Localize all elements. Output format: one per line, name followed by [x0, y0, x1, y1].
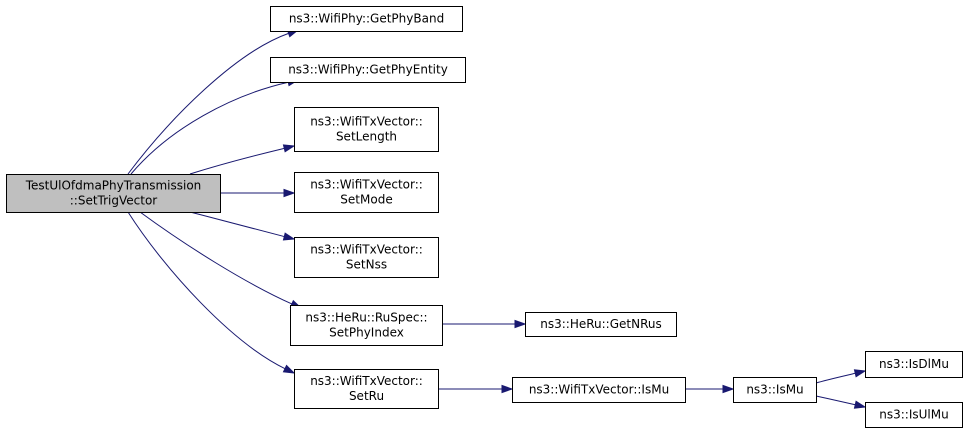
node-label: ns3::WifiTxVector::IsMu — [529, 383, 669, 397]
arrowhead-icon — [283, 188, 296, 198]
edge-setru-to-txismu — [438, 384, 514, 394]
arrowhead-icon — [282, 364, 296, 374]
node-ismu[interactable]: ns3::IsMu — [733, 377, 817, 403]
edge-root-to-getphyentity — [130, 78, 300, 175]
node-setphyindex[interactable]: ns3::HeRu::RuSpec::SetPhyIndex — [290, 305, 443, 346]
node-setru[interactable]: ns3::WifiTxVector::SetRu — [294, 369, 439, 409]
node-label: ns3::IsMu — [746, 383, 803, 397]
node-box — [270, 6, 463, 32]
edge-root-to-setnss — [189, 211, 296, 241]
arrowhead-icon — [853, 400, 867, 409]
node-label: ns3::HeRu::RuSpec:: — [305, 311, 427, 325]
node-getnrus[interactable]: ns3::HeRu::GetNRus — [525, 312, 677, 337]
arrowhead-icon — [501, 384, 514, 394]
node-label: SetRu — [349, 389, 384, 403]
node-box — [294, 237, 439, 278]
edge-setphyindex-to-getnrus — [442, 319, 527, 329]
node-label: ns3::WifiTxVector:: — [310, 243, 423, 257]
edge-ismu-to-isulmu — [815, 395, 867, 409]
node-label: SetLength — [336, 130, 397, 144]
node-label: SetPhyIndex — [329, 326, 404, 340]
node-box — [733, 377, 817, 403]
node-label: TestUlOfdmaPhyTransmission — [25, 179, 202, 193]
edge-line — [815, 395, 856, 406]
node-box — [865, 402, 963, 428]
node-label: ns3::WifiTxVector:: — [310, 374, 423, 388]
node-label: ns3::IsUlMu — [879, 408, 948, 422]
node-label: SetMode — [340, 193, 392, 207]
node-label: ns3::HeRu::GetNRus — [540, 317, 662, 331]
node-isdlmu[interactable]: ns3::IsDlMu — [865, 351, 963, 378]
node-root[interactable]: TestUlOfdmaPhyTransmission::SetTrigVecto… — [6, 174, 221, 213]
edge-ismu-to-isdlmu — [815, 369, 867, 384]
node-getphyband[interactable]: ns3::WifiPhy::GetPhyBand — [270, 6, 463, 32]
node-label: ns3::IsDlMu — [879, 357, 949, 371]
node-txismu[interactable]: ns3::WifiTxVector::IsMu — [512, 377, 686, 403]
arrowhead-icon — [282, 232, 296, 241]
node-isulmu[interactable]: ns3::IsUlMu — [865, 402, 963, 428]
node-box — [865, 351, 963, 378]
edge-root-to-setlength — [189, 144, 296, 175]
node-box — [512, 377, 686, 403]
node-label: ns3::WifiPhy::GetPhyEntity — [288, 63, 448, 77]
edge-root-to-getphyband — [127, 29, 300, 175]
call-graph-nodes: TestUlOfdmaPhyTransmission::SetTrigVecto… — [6, 6, 963, 428]
node-box — [294, 172, 439, 213]
node-box — [290, 305, 443, 346]
edge-root-to-setru — [127, 211, 296, 374]
node-getphyentity[interactable]: ns3::WifiPhy::GetPhyEntity — [270, 57, 466, 83]
call-graph-edges — [127, 29, 867, 409]
node-setnss[interactable]: ns3::WifiTxVector::SetNss — [294, 237, 439, 278]
edge-line — [139, 211, 293, 305]
edge-line — [189, 211, 285, 238]
edge-line — [189, 147, 285, 175]
edge-txismu-to-ismu — [685, 384, 735, 394]
node-label: SetNss — [346, 258, 387, 272]
arrowhead-icon — [514, 319, 527, 329]
node-setmode[interactable]: ns3::WifiTxVector::SetMode — [294, 172, 439, 213]
node-box — [294, 369, 439, 409]
node-setlength[interactable]: ns3::WifiTxVector::SetLength — [294, 107, 439, 152]
node-label: ns3::WifiPhy::GetPhyBand — [289, 12, 444, 26]
edge-root-to-setmode — [220, 188, 296, 198]
edge-line — [815, 372, 856, 384]
node-label: ns3::WifiTxVector:: — [310, 115, 423, 129]
node-box — [270, 57, 466, 83]
edge-line — [127, 32, 289, 175]
edge-line — [127, 211, 286, 370]
node-box — [525, 312, 677, 337]
node-label: ns3::WifiTxVector:: — [310, 178, 423, 192]
arrowhead-icon — [722, 384, 735, 394]
arrowhead-icon — [282, 144, 296, 153]
edge-line — [130, 81, 289, 175]
node-box — [6, 174, 221, 213]
node-box — [294, 107, 439, 152]
arrowhead-icon — [853, 369, 867, 378]
edge-root-to-setphyindex — [139, 211, 303, 309]
node-label: ::SetTrigVector — [70, 194, 158, 208]
